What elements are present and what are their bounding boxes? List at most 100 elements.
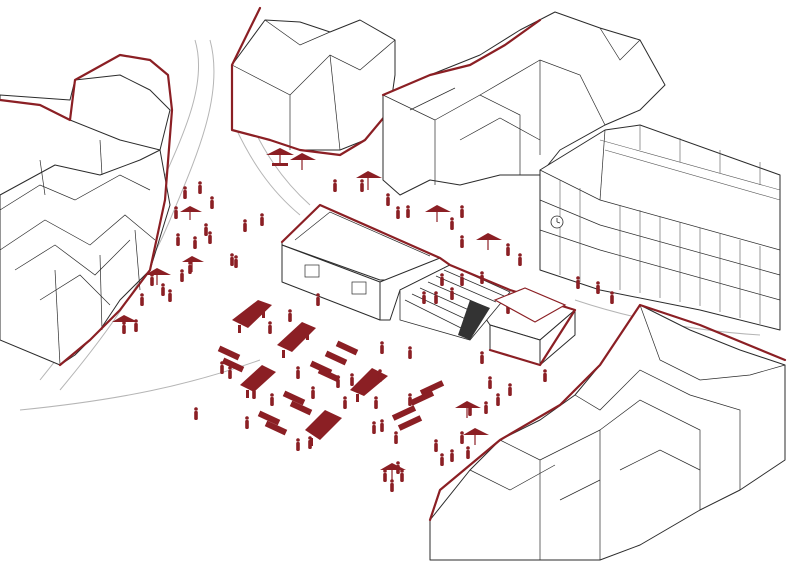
person-icon: [336, 375, 340, 388]
person-icon: [243, 219, 247, 232]
person-icon: [252, 386, 256, 399]
person-icon: [296, 366, 300, 379]
person-icon: [408, 346, 412, 359]
person-icon: [576, 276, 580, 289]
person-icon: [360, 179, 364, 192]
person-icon: [204, 223, 208, 236]
market-stall-icon: [240, 365, 276, 398]
person-icon: [260, 213, 264, 226]
umbrella-table-icon: [145, 268, 171, 285]
person-icon: [450, 217, 454, 230]
umbrella-table-icon: [180, 206, 202, 220]
person-icon: [311, 386, 315, 399]
person-icon: [488, 376, 492, 389]
central-pavilion: [280, 203, 577, 367]
person-icon: [400, 469, 404, 482]
person-icon: [596, 281, 600, 294]
person-icon: [374, 396, 378, 409]
clock-icon: [550, 215, 564, 229]
person-icon: [134, 319, 138, 332]
person-icon: [440, 273, 444, 286]
person-icon: [174, 206, 178, 219]
person-icon: [408, 393, 412, 406]
person-icon: [333, 179, 337, 192]
person-icon: [480, 271, 484, 284]
person-icon: [390, 479, 394, 492]
person-icon: [610, 291, 614, 304]
person-icon: [343, 396, 347, 409]
building-cluster-bottom-right: [428, 303, 787, 561]
person-icon: [466, 446, 470, 459]
person-icon: [230, 253, 234, 266]
building-glass-facade: [539, 124, 781, 331]
umbrella-table-icon: [425, 205, 451, 222]
person-icon: [270, 393, 274, 406]
person-icon: [268, 321, 272, 334]
person-icon: [460, 431, 464, 444]
building-top-center: [230, 6, 396, 157]
person-icon: [168, 289, 172, 302]
market-stalls: [217, 300, 445, 446]
person-icon: [450, 287, 454, 300]
person-icon: [496, 393, 500, 406]
market-stall-icon: [277, 322, 316, 358]
person-icon: [228, 366, 232, 379]
person-icon: [350, 373, 354, 386]
umbrella-table-icon: [455, 401, 481, 418]
person-icon: [220, 361, 224, 374]
person-icon: [380, 419, 384, 432]
person-icon: [176, 233, 180, 246]
person-icon: [161, 283, 165, 296]
person-icon: [383, 469, 387, 482]
person-icon: [396, 461, 400, 474]
person-icon: [460, 205, 464, 218]
person-icon: [518, 253, 522, 266]
person-icon: [198, 181, 202, 194]
person-icon: [183, 186, 187, 199]
facade-grid: [559, 125, 781, 324]
person-icon: [180, 269, 184, 282]
person-icon: [316, 293, 320, 306]
umbrella-table-icon: [266, 148, 294, 166]
umbrella-table-icon: [290, 153, 316, 170]
person-icon: [194, 407, 198, 420]
person-icon: [234, 255, 238, 268]
person-icon: [440, 453, 444, 466]
person-icon: [188, 261, 192, 274]
building-row-top-right: [381, 11, 666, 196]
umbrella-table-icon: [356, 171, 382, 190]
person-icon: [378, 369, 382, 382]
person-icon: [460, 235, 464, 248]
person-icon: [288, 309, 292, 322]
person-icon: [386, 193, 390, 206]
pavilion-window: [351, 281, 367, 295]
person-icon: [140, 293, 144, 306]
person-icon: [296, 438, 300, 451]
person-icon: [434, 291, 438, 304]
umbrella-table-icon: [463, 428, 489, 445]
person-icon: [484, 401, 488, 414]
person-icon: [460, 273, 464, 286]
building-cluster-left: [0, 53, 174, 367]
person-icon: [434, 439, 438, 452]
person-icon: [150, 273, 154, 286]
person-icon: [422, 291, 426, 304]
umbrella-table-icon: [182, 256, 204, 272]
person-icon: [406, 205, 410, 218]
person-icon: [122, 321, 126, 334]
person-icon: [372, 421, 376, 434]
person-icon: [543, 369, 547, 382]
person-icon: [450, 449, 454, 462]
person-icon: [308, 436, 312, 449]
people-group: [122, 179, 614, 492]
person-icon: [396, 206, 400, 219]
person-icon: [480, 351, 484, 364]
pavilion-roof-terrace: [493, 287, 567, 323]
person-icon: [208, 231, 212, 244]
person-icon: [506, 243, 510, 256]
person-icon: [394, 431, 398, 444]
pavilion-window: [304, 264, 320, 278]
market-stall-icon: [232, 300, 272, 333]
person-icon: [380, 341, 384, 354]
